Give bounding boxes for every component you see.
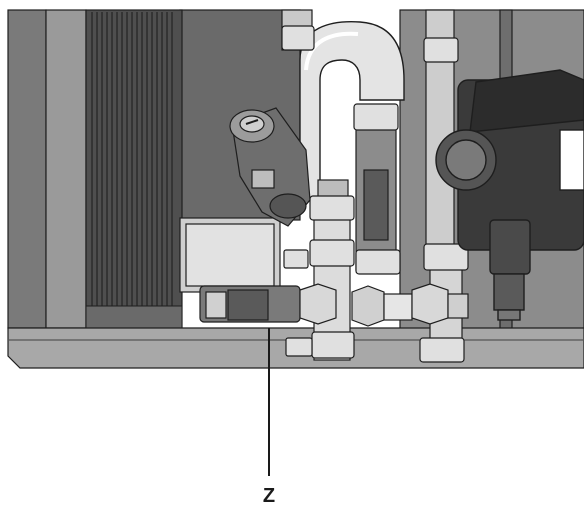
nut-center	[351, 285, 385, 327]
fitting-left-mid	[309, 195, 355, 221]
filter-housing	[179, 217, 281, 293]
callout-label: Z	[262, 485, 276, 507]
bent-pipe	[299, 21, 405, 201]
horizontal-connector	[199, 283, 469, 327]
plate-heat-exchanger	[85, 9, 183, 333]
heat-exchanger-plates	[91, 12, 173, 318]
fitting-mid	[353, 103, 399, 131]
fitting-left-low	[309, 239, 355, 267]
fitting-top-left	[281, 25, 315, 51]
circulation-pump	[435, 69, 584, 321]
hex-fittings	[281, 25, 469, 363]
fitting-right-low	[423, 243, 469, 271]
nut-left	[299, 283, 337, 325]
fitting-center-low	[355, 249, 401, 275]
left-frame-wall	[7, 9, 47, 329]
left-frame-inner	[45, 9, 87, 329]
pump-connector	[489, 219, 531, 275]
fitting-small	[283, 249, 309, 269]
fitting-small-2	[285, 337, 313, 357]
pressure-relief-valve	[229, 107, 311, 227]
fitting-bottom-left	[311, 331, 355, 359]
nut-right	[411, 283, 449, 325]
fitting-bottom-right	[419, 337, 465, 363]
fitting-top-right	[423, 37, 459, 63]
